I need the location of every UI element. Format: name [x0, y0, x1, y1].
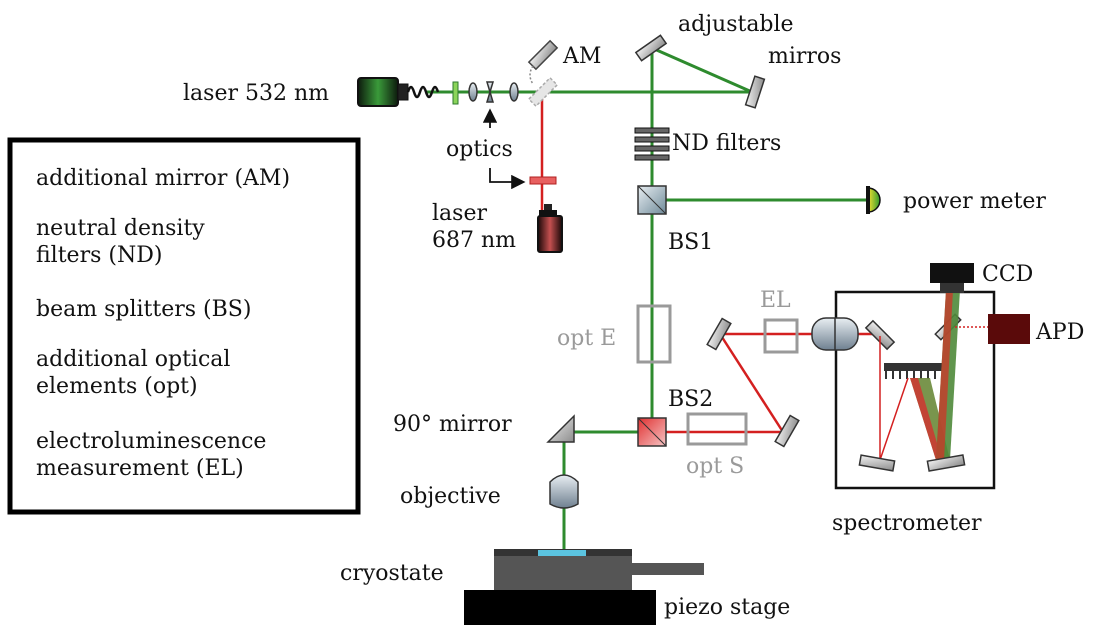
objective-lens	[549, 474, 579, 509]
legend-nd-line2: filters (ND)	[36, 243, 162, 268]
label-adjustable: adjustable	[678, 12, 794, 37]
label-nd-filters: ND filters	[672, 131, 781, 156]
label-cryostate: cryostate	[340, 561, 444, 586]
beam-splitter-2	[637, 417, 667, 447]
label-bs1: BS1	[668, 230, 713, 255]
spectrometer-entrance-lens	[811, 317, 859, 351]
optics-lenses	[468, 81, 519, 103]
label-opt-s: opt S	[686, 454, 744, 479]
apd-detector	[988, 314, 1030, 344]
label-laser: laser	[432, 201, 487, 226]
laser-687-source	[529, 176, 563, 253]
beam-splitter-1	[637, 185, 667, 215]
label-bs2: BS2	[668, 387, 713, 412]
ccd-camera	[930, 263, 974, 293]
mirror-spec-lower	[774, 414, 800, 448]
cryostate	[494, 549, 704, 590]
green-beam-paths	[425, 46, 868, 552]
label-687nm: 687 nm	[432, 228, 516, 253]
mirror-spec-upper	[706, 317, 732, 351]
mirror-90	[546, 414, 575, 443]
label-piezo-stage: piezo stage	[664, 595, 790, 620]
label-mirros: mirros	[768, 44, 841, 69]
spectrometer-mirror-bottom-left	[858, 454, 896, 472]
legend-opt-line1: additional optical	[36, 347, 230, 372]
el-element	[763, 318, 799, 354]
legend-el-line1: electroluminescence	[36, 429, 266, 454]
spectrometer-box	[834, 290, 996, 490]
power-meter	[866, 186, 881, 214]
label-90-mirror: 90° mirror	[393, 412, 512, 437]
spectrometer-beams	[879, 290, 960, 461]
adjustable-mirror-right	[744, 75, 766, 109]
additional-mirror	[527, 39, 559, 108]
label-apd: APD	[1035, 320, 1084, 345]
label-am: AM	[562, 44, 601, 69]
label-objective: objective	[400, 484, 501, 509]
legend-am: additional mirror (AM)	[36, 166, 290, 191]
diffraction-grating	[884, 363, 942, 379]
legend-box	[7, 137, 361, 515]
legend-el-line2: measurement (EL)	[36, 456, 244, 481]
opt-s-element	[686, 412, 748, 446]
legend-nd-line1: neutral density	[36, 216, 205, 241]
legend-entries: additional mirror (AM) neutral density f…	[36, 166, 290, 481]
spectrometer-mirror-in	[864, 319, 896, 351]
legend-bs: beam splitters (BS)	[36, 297, 251, 322]
optics-pointers	[482, 108, 526, 190]
piezo-stage	[464, 590, 656, 625]
laser-532-source	[357, 77, 459, 107]
legend-opt-line2: elements (opt)	[36, 374, 198, 399]
nd-filters	[634, 127, 670, 161]
spectrometer-mirror-bottom-right	[926, 454, 966, 472]
label-spectrometer: spectrometer	[832, 511, 982, 536]
label-laser-532: laser 532 nm	[183, 81, 329, 106]
label-opt-e: opt E	[557, 326, 616, 351]
label-optics: optics	[446, 137, 513, 162]
adjustable-mirror-top	[634, 34, 668, 62]
label-ccd: CCD	[982, 262, 1033, 287]
label-power-meter: power meter	[903, 189, 1046, 214]
label-el: EL	[760, 288, 791, 313]
opt-e-element	[636, 304, 672, 364]
